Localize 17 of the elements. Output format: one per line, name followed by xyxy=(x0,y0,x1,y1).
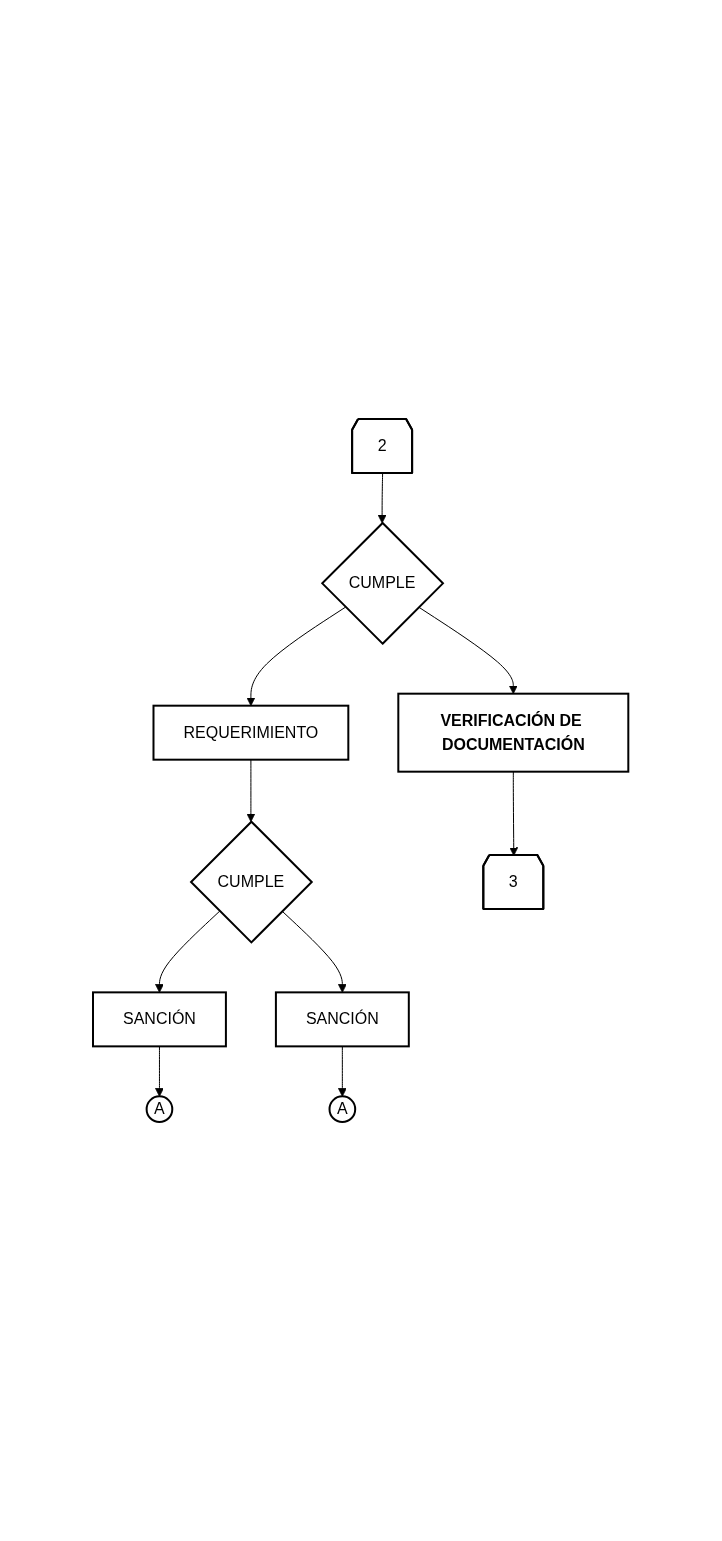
node-diamond: CUMPLE xyxy=(190,820,314,944)
node-diamond: CUMPLE xyxy=(321,521,445,646)
node-box: REQUERIMIENTO xyxy=(152,704,350,761)
arrow xyxy=(246,606,347,707)
node-circle: A xyxy=(328,1095,357,1123)
arrow xyxy=(418,606,519,695)
arrow xyxy=(246,759,256,823)
node-box: SANCIÓN xyxy=(275,991,411,1048)
node-circle: A xyxy=(145,1095,174,1123)
node-box: VERIFICACIÓN DE DOCUMENTACIÓN xyxy=(397,692,630,773)
arrow xyxy=(155,1045,165,1097)
node-box: SANCIÓN xyxy=(92,991,228,1048)
arrow xyxy=(509,771,519,856)
arrow xyxy=(155,910,221,993)
arrow xyxy=(378,473,387,524)
arrow xyxy=(338,1045,348,1097)
arrow xyxy=(281,910,348,993)
